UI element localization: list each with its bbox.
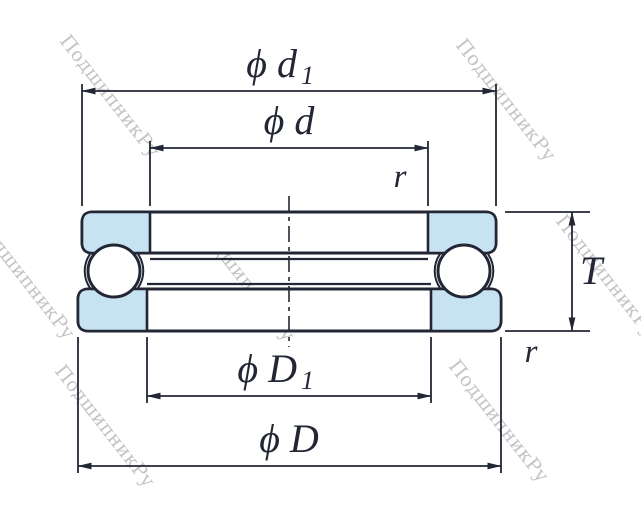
cage-arc (487, 253, 495, 289)
cage-arc (137, 253, 145, 289)
label-r-bottom: r (525, 334, 538, 370)
cage-arc (433, 253, 441, 289)
shaft-washer-section-left (80, 210, 152, 255)
watermark-text: ПодшипникРу (451, 35, 560, 166)
label-r-top: r (394, 159, 407, 195)
label-T: T (580, 248, 605, 293)
housing-washer-section-right (429, 287, 503, 333)
watermark-text: ПодшипникРу (444, 356, 553, 487)
watermark-text: ПодшипникРу (55, 31, 164, 162)
label-phi-d1-subscript: 1 (301, 61, 314, 90)
dim-D: ϕ D (77, 337, 502, 473)
label-phi-d1: ϕ d (246, 41, 298, 86)
ball-left (86, 243, 142, 299)
label-phi-d: ϕ d (264, 98, 316, 143)
watermark-text: ПодшипникРу (0, 213, 79, 344)
watermark-text: ПодшипникРу (50, 361, 159, 492)
dim-d1: ϕ d 1 (81, 41, 497, 206)
label-phi-D: ϕ D (259, 416, 319, 461)
cage-arc (83, 253, 91, 289)
housing-washer-section-left (76, 287, 149, 333)
ball-right (436, 243, 492, 299)
label-phi-D1-subscript: 1 (301, 366, 314, 395)
label-phi-D1: ϕ D (237, 346, 297, 391)
dim-T: T (505, 211, 605, 332)
bearing-cross-section (76, 196, 503, 347)
dim-d: ϕ d (149, 98, 429, 206)
dim-D1: ϕ D 1 (146, 337, 432, 403)
shaft-washer-section-right (426, 210, 498, 255)
